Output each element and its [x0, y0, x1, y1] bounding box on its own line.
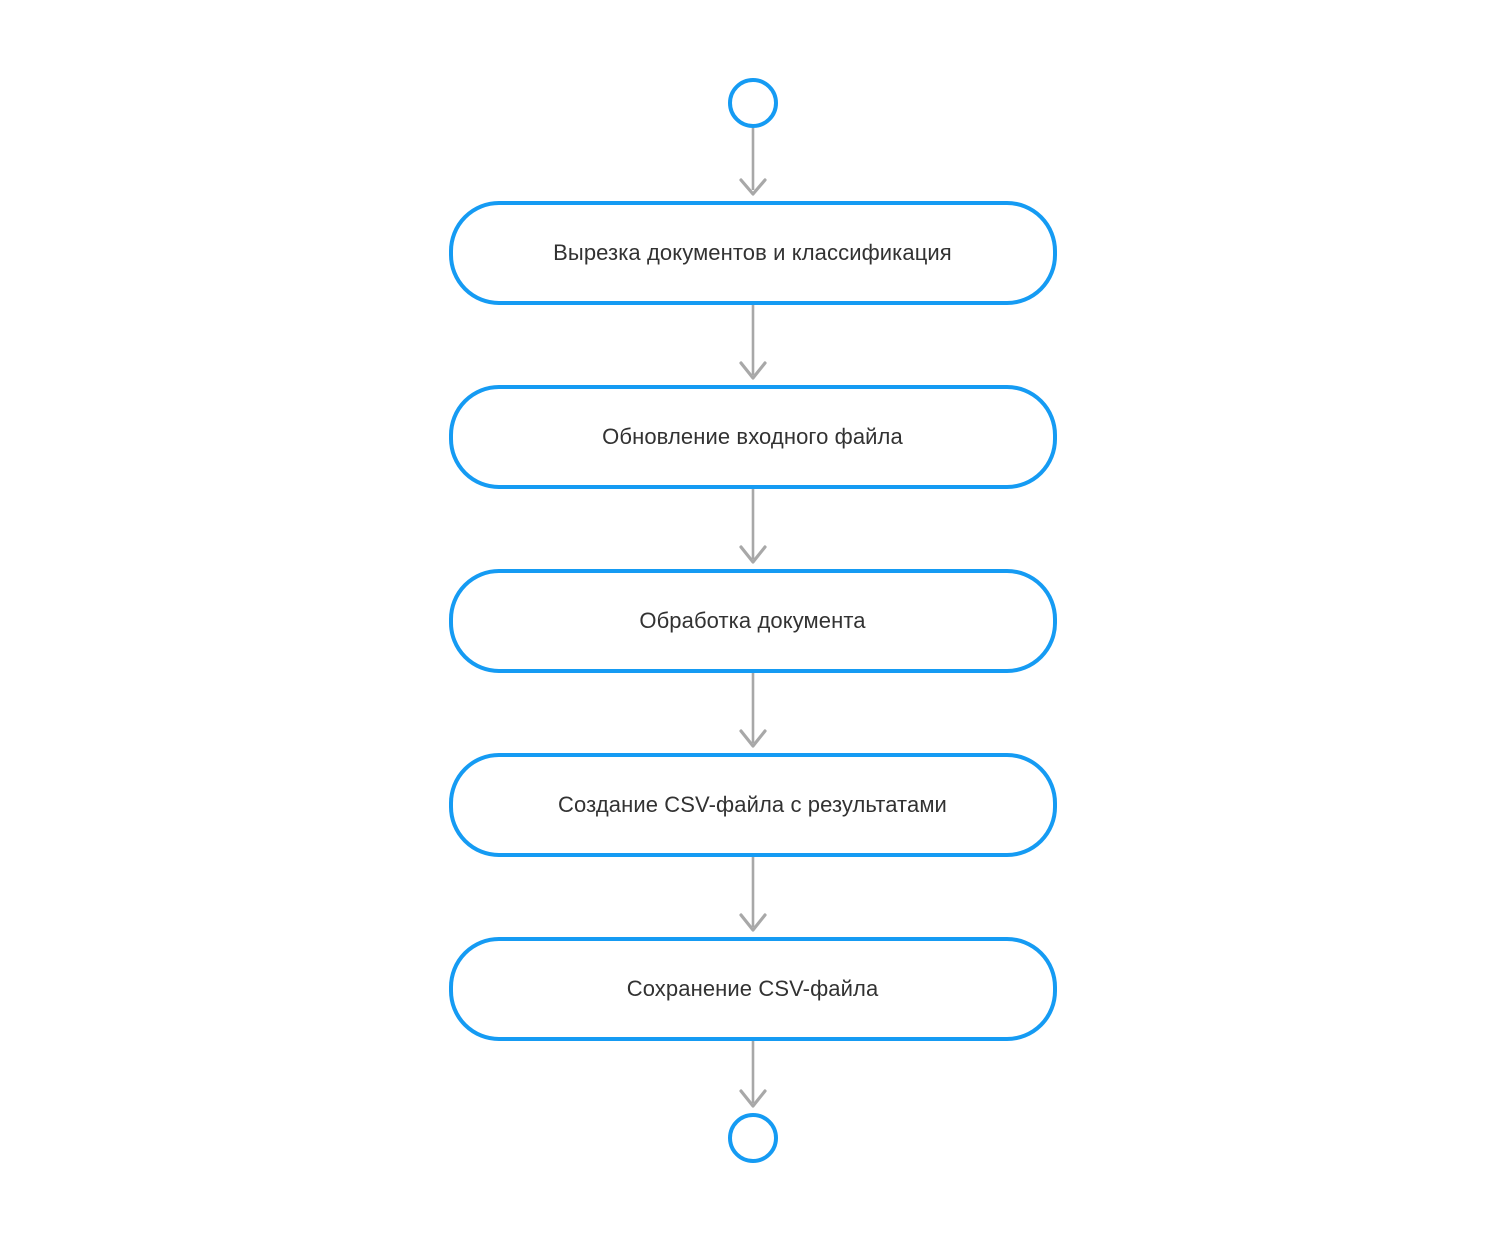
- process-box-1[interactable]: Вырезка документов и классификация: [448, 201, 1057, 305]
- connector-step-5-to-end: [738, 1041, 767, 1108]
- process-box-5[interactable]: Сохранение CSV-файла: [448, 937, 1057, 1041]
- process-box-4[interactable]: Создание CSV-файла с результатами: [448, 753, 1057, 857]
- process-label-4: Создание CSV-файла с результатами: [558, 791, 947, 817]
- process-label-5: Сохранение CSV-файла: [626, 975, 879, 1001]
- connector-step-2-to-step-3: [738, 489, 767, 564]
- process-box-3[interactable]: Обработка документа: [448, 569, 1057, 673]
- end-node[interactable]: [727, 1113, 778, 1163]
- process-label-1: Вырезка документов и классификация: [553, 239, 952, 265]
- process-box-2[interactable]: Обновление входного файла: [448, 385, 1057, 489]
- start-node[interactable]: [727, 78, 778, 128]
- connector-step-4-to-step-5: [738, 857, 767, 932]
- connector-step-1-to-step-2: [738, 305, 767, 380]
- process-label-3: Обработка документа: [639, 607, 866, 633]
- process-label-2: Обновление входного файла: [602, 423, 903, 449]
- connector-step-3-to-step-4: [738, 673, 767, 748]
- connector-start-to-step-1: [738, 128, 767, 196]
